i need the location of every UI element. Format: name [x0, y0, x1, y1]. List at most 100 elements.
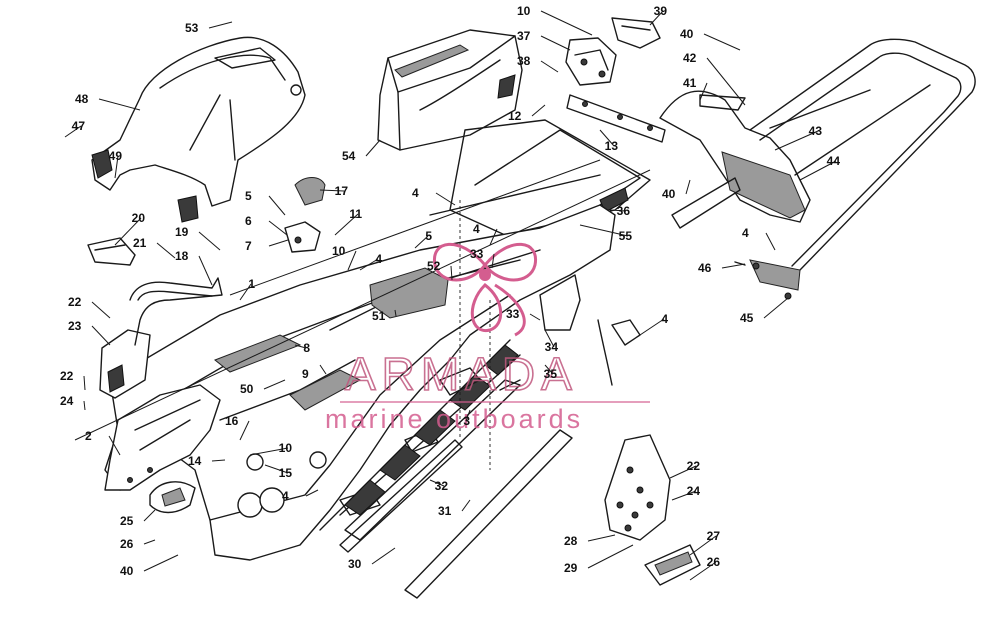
callout-leader-43 [774, 130, 819, 151]
callout-leader-40 [143, 554, 179, 572]
callout-48: 48 [75, 92, 89, 106]
callout-4: 4 [742, 226, 749, 240]
callout-40: 40 [662, 187, 676, 201]
callout-51: 51 [372, 309, 386, 323]
callout-12: 12 [508, 109, 522, 123]
callout-leader-33 [529, 313, 541, 321]
callout-leader-47 [64, 125, 82, 138]
callout-19: 19 [175, 225, 189, 239]
callout-leader-18 [198, 255, 213, 286]
callout-leader-13 [599, 129, 615, 147]
part-bracket-23 [99, 329, 151, 399]
callout-leader-26 [143, 539, 156, 545]
callout-leader-2 [108, 435, 121, 456]
callout-20: 20 [132, 211, 146, 225]
callout-50: 50 [240, 382, 254, 396]
callout-14: 14 [188, 454, 202, 468]
callout-leader-44 [799, 160, 837, 181]
callout-leader-34 [544, 329, 555, 348]
watermark-title: ARMADA [345, 348, 578, 400]
callout-leader-10 [347, 250, 357, 271]
callout-leader-5 [414, 235, 429, 249]
callout-53: 53 [185, 21, 199, 35]
callout-10: 10 [332, 244, 346, 258]
part-storage-bag [377, 29, 523, 151]
callout-leader-35 [544, 364, 554, 375]
callout-4: 4 [412, 186, 419, 200]
callout-8: 8 [303, 341, 310, 355]
guide-lines [74, 159, 651, 441]
callout-leader-8 [294, 344, 307, 349]
callout-22: 22 [60, 369, 74, 383]
callout-47: 47 [72, 119, 86, 133]
callout-26: 26 [707, 555, 721, 569]
callout-leader-5 [268, 195, 286, 216]
callout-4: 4 [282, 489, 289, 503]
callout-leader-26 [689, 561, 717, 581]
callout-leader-22 [91, 301, 111, 319]
callout-leader-51 [394, 309, 397, 317]
part-bracket-27 [644, 544, 701, 586]
callout-leader-11 [334, 213, 359, 236]
callout-31: 31 [438, 504, 452, 518]
callout-7: 7 [245, 239, 252, 253]
callout-15: 15 [279, 466, 293, 480]
callout-41: 41 [683, 76, 697, 90]
callout-27: 27 [707, 529, 721, 543]
callout-30: 30 [348, 557, 362, 571]
callout-leader-53 [208, 21, 233, 29]
part-rail-31 [339, 429, 573, 599]
callout-leader-4 [305, 489, 319, 497]
callout-2: 2 [85, 429, 92, 443]
watermark-subtitle: marine outboards [325, 404, 583, 434]
part-rear-bumper [749, 38, 976, 279]
callout-leader-4 [765, 232, 776, 251]
callout-38: 38 [517, 54, 531, 68]
callout-leader-19 [198, 231, 221, 251]
part-mat-52 [369, 267, 449, 319]
callout-leader-40 [703, 33, 741, 51]
callout-leader-12 [531, 104, 546, 117]
callout-13: 13 [605, 139, 619, 153]
callout-4: 4 [473, 222, 480, 236]
watermark-logo [433, 242, 537, 337]
callout-leader-16 [239, 420, 250, 441]
part-bracket-37 [565, 17, 661, 86]
callout-10: 10 [517, 4, 531, 18]
callout-leader-33 [491, 253, 495, 269]
callout-leader-9 [319, 364, 327, 375]
callout-leader-37 [540, 35, 571, 51]
callout-leader-54 [365, 139, 381, 157]
callout-leader-52 [450, 265, 453, 281]
callout-43: 43 [809, 124, 823, 138]
callout-35: 35 [544, 367, 558, 381]
callout-4: 4 [375, 252, 382, 266]
callout-5: 5 [425, 229, 432, 243]
watermark: ARMADA marine outboards [325, 242, 650, 434]
callout-leader-23 [91, 325, 111, 346]
callout-leader-4 [359, 258, 379, 271]
callout-leader-31 [461, 499, 471, 512]
callout-leader-10 [249, 447, 289, 456]
part-crossbar-13 [566, 94, 666, 143]
callout-9: 9 [302, 367, 309, 381]
callout-leader-10 [540, 10, 593, 36]
callout-34: 34 [545, 340, 559, 354]
callout-leader-46 [721, 263, 746, 269]
callout-29: 29 [564, 561, 578, 575]
callout-45: 45 [740, 311, 754, 325]
part-bracket-17 [294, 177, 326, 206]
callout-leader-49 [114, 155, 119, 179]
part-runner-3 [439, 367, 521, 396]
callout-37: 37 [517, 29, 531, 43]
callout-leader-6 [268, 220, 288, 236]
callout-leader-4 [489, 228, 498, 246]
callout-4: 4 [661, 312, 668, 326]
callout-leader-24 [671, 490, 697, 501]
callout-55: 55 [619, 229, 633, 243]
callout-leader-1 [239, 283, 252, 301]
callout-leader-39 [649, 10, 664, 26]
callout-leader-14 [211, 459, 226, 462]
